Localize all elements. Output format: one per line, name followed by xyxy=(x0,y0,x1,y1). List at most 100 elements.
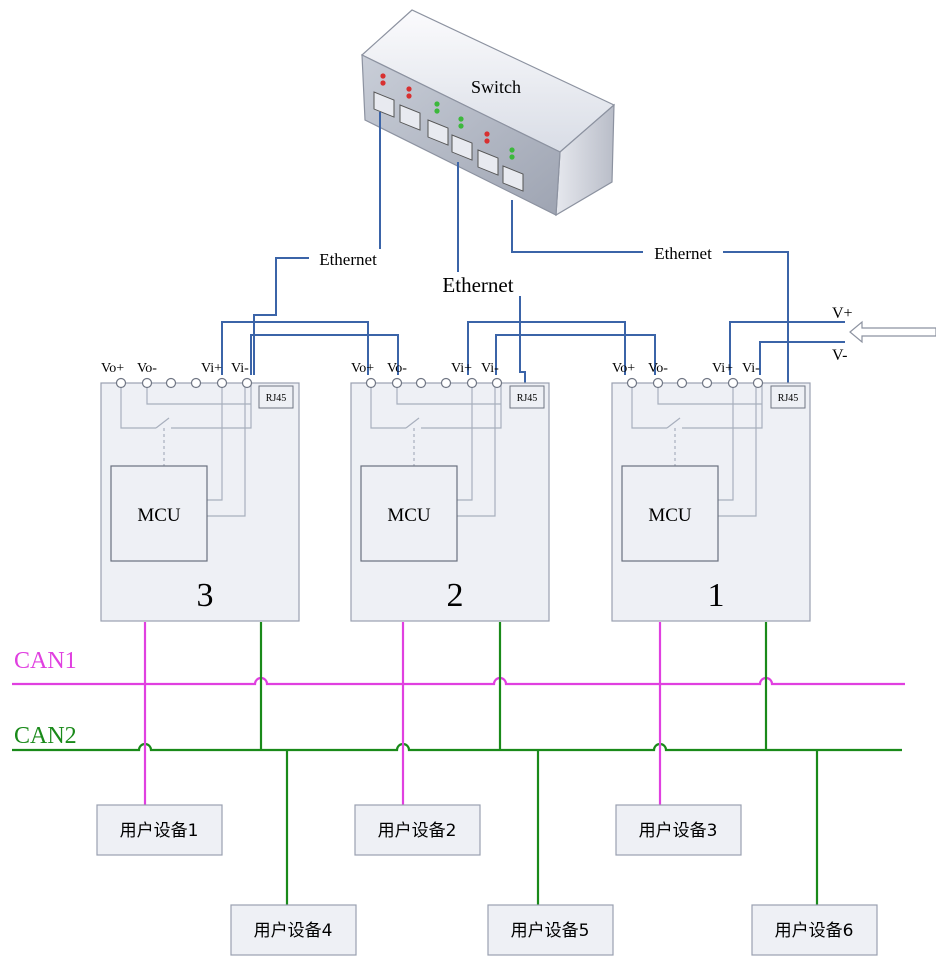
switch-port-3 xyxy=(427,119,449,146)
can-buses: CAN1 CAN2 xyxy=(12,622,905,905)
port-led-icon xyxy=(484,138,490,144)
module-number: 3 xyxy=(197,577,214,614)
terminal-icon xyxy=(190,377,202,389)
terminal-icon xyxy=(701,377,713,389)
port-led-icon xyxy=(458,123,464,129)
module-number: 2 xyxy=(447,577,464,614)
user-device-label: 用户设备6 xyxy=(775,921,854,941)
port-led-icon xyxy=(509,147,515,153)
user-device-label: 用户设备4 xyxy=(254,921,333,941)
mcu-box xyxy=(110,465,208,562)
network-labels: Ethernet Ethernet Ethernet V+ V- xyxy=(309,243,853,364)
switch-port-6 xyxy=(502,165,524,192)
ethernet-label-mid: Ethernet xyxy=(442,273,513,297)
ethernet-label-right: Ethernet xyxy=(654,244,712,263)
user-device-2: 用户设备2 xyxy=(354,804,481,856)
terminal-icon xyxy=(141,377,153,389)
bus-m2-vi-plus xyxy=(467,321,626,375)
vo-plus-label: Vo+ xyxy=(101,361,124,376)
terminal-icon xyxy=(752,377,764,389)
vo-minus-label: Vo- xyxy=(387,361,407,376)
user-devices: 用户设备1 用户设备2 用户设备3 用户设备4 用户设备5 用户设备6 xyxy=(96,804,878,956)
terminal-icon xyxy=(241,377,253,389)
terminal-icon xyxy=(415,377,427,389)
vi-plus-label: Vi+ xyxy=(451,361,472,376)
vi-plus-label: Vi+ xyxy=(712,361,733,376)
switch-port-1 xyxy=(373,91,395,118)
port-led-icon xyxy=(509,154,515,160)
ethernet-cable-3 xyxy=(511,200,789,385)
rj45-port xyxy=(770,385,806,409)
vi-plus-label: Vi+ xyxy=(201,361,222,376)
port-led-icon xyxy=(406,86,412,92)
vo-plus-label: Vo+ xyxy=(612,361,635,376)
terminal-icon xyxy=(626,377,638,389)
terminal-icon xyxy=(440,377,452,389)
rj45-port xyxy=(258,385,294,409)
switch-label: Switch xyxy=(471,77,521,97)
port-led-icon xyxy=(434,108,440,114)
vi-minus-label: Vi- xyxy=(231,361,249,376)
ethernet-cable-1 xyxy=(253,112,381,375)
module-number: 1 xyxy=(708,577,725,614)
port-led-icon xyxy=(458,116,464,122)
rj45-label: RJ45 xyxy=(778,393,799,404)
switch-ports xyxy=(373,73,524,192)
ethernet-cable-2 xyxy=(457,162,526,388)
port-led-icon xyxy=(484,131,490,137)
switch-port-2 xyxy=(399,104,421,131)
rj45-port xyxy=(509,385,545,409)
user-device-6: 用户设备6 xyxy=(751,904,878,956)
user-device-1: 用户设备1 xyxy=(96,804,223,856)
user-device-label: 用户设备1 xyxy=(120,821,199,841)
terminal-icon xyxy=(652,377,664,389)
can1-label: CAN1 xyxy=(14,648,77,674)
user-device-label: 用户设备3 xyxy=(639,821,718,841)
terminal-icon xyxy=(365,377,377,389)
mcu-box xyxy=(360,465,458,562)
rj45-label: RJ45 xyxy=(517,393,538,404)
terminal-icon xyxy=(115,377,127,389)
mcu-label: MCU xyxy=(387,505,431,526)
power-v-plus-line xyxy=(729,321,845,375)
network-switch: Switch xyxy=(360,9,616,217)
mcu-box xyxy=(621,465,719,562)
vi-minus-label: Vi- xyxy=(742,361,760,376)
bus-m3-vi-plus xyxy=(221,321,369,375)
terminal-icon xyxy=(216,377,228,389)
user-device-label: 用户设备2 xyxy=(378,821,457,841)
power-v-minus-line xyxy=(759,341,845,375)
user-device-3: 用户设备3 xyxy=(615,804,742,856)
rj45-label: RJ45 xyxy=(266,393,287,404)
terminal-icon xyxy=(676,377,688,389)
terminal-icon xyxy=(466,377,478,389)
can2-label: CAN2 xyxy=(14,723,77,749)
user-device-5: 用户设备5 xyxy=(487,904,614,956)
terminal-icon xyxy=(491,377,503,389)
terminal-icon xyxy=(727,377,739,389)
user-device-label: 用户设备5 xyxy=(511,921,590,941)
vo-plus-label: Vo+ xyxy=(351,361,374,376)
mcu-label: MCU xyxy=(137,505,181,526)
power-input-arrow xyxy=(849,320,936,344)
vo-minus-label: Vo- xyxy=(648,361,668,376)
switch-port-5 xyxy=(477,149,499,176)
port-led-icon xyxy=(380,73,386,79)
vi-minus-label: Vi- xyxy=(481,361,499,376)
port-led-icon xyxy=(434,101,440,107)
port-led-icon xyxy=(380,80,386,86)
terminal-icon xyxy=(165,377,177,389)
switch-port-4 xyxy=(451,134,473,161)
v-plus-label: V+ xyxy=(832,305,853,322)
mcu-label: MCU xyxy=(648,505,692,526)
user-device-4: 用户设备4 xyxy=(230,904,357,956)
terminal-icon xyxy=(391,377,403,389)
port-led-icon xyxy=(406,93,412,99)
ethernet-label-left: Ethernet xyxy=(319,250,377,269)
v-minus-label: V- xyxy=(832,347,847,364)
